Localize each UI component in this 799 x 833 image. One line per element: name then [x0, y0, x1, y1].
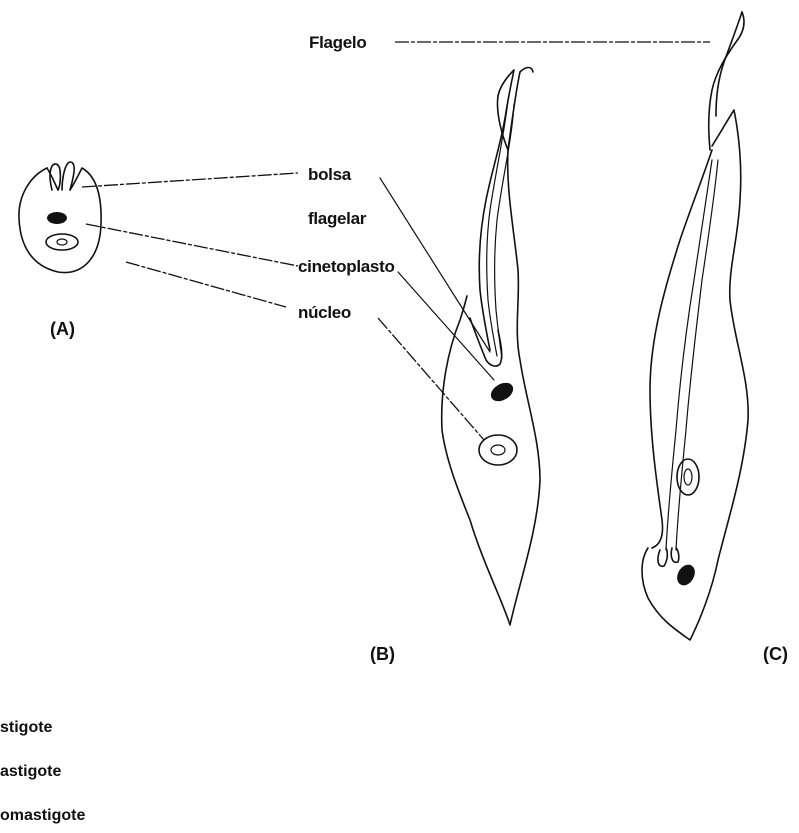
promastigote-kinetoplast	[488, 379, 517, 405]
panel-label-b: (B)	[370, 644, 395, 664]
promastigote-nucleus-inner	[491, 445, 505, 455]
trypomastigote-nucleus-outer	[677, 459, 699, 495]
panel-label-a: (A)	[50, 319, 75, 339]
promastigote-nucleus-outer	[479, 435, 517, 465]
legend-item-2: astigote	[0, 763, 61, 780]
label-bolsa: bolsa	[308, 165, 352, 184]
leader-nucleo-b	[378, 318, 484, 440]
promastigote-cell	[442, 68, 540, 626]
legend-item-3: omastigote	[0, 807, 85, 824]
label-cinetoplasto: cinetoplasto	[298, 257, 395, 276]
amastigote-nucleus-inner	[57, 239, 67, 245]
leader-bolsa-a	[82, 173, 298, 187]
leader-bolsa-b	[380, 178, 490, 352]
amastigote-nucleus-outer	[46, 234, 78, 250]
leader-lines	[82, 42, 710, 440]
panel-label-c: (C)	[763, 644, 788, 664]
amastigote-cell	[19, 162, 101, 273]
label-flagelo: Flagelo	[309, 33, 366, 52]
trypomastigote-kinetoplast	[674, 561, 699, 588]
trypomastigote-cell	[642, 12, 748, 640]
trypomastigote-nucleus-inner	[684, 469, 692, 485]
leader-cinetoplasto-a	[86, 224, 298, 266]
label-flagelar: flagelar	[308, 209, 367, 228]
amastigote-kinetoplast	[47, 212, 67, 224]
legend-item-1: stigote	[0, 719, 53, 736]
label-nucleo: núcleo	[298, 303, 351, 322]
leader-nucleo-a	[126, 262, 286, 307]
